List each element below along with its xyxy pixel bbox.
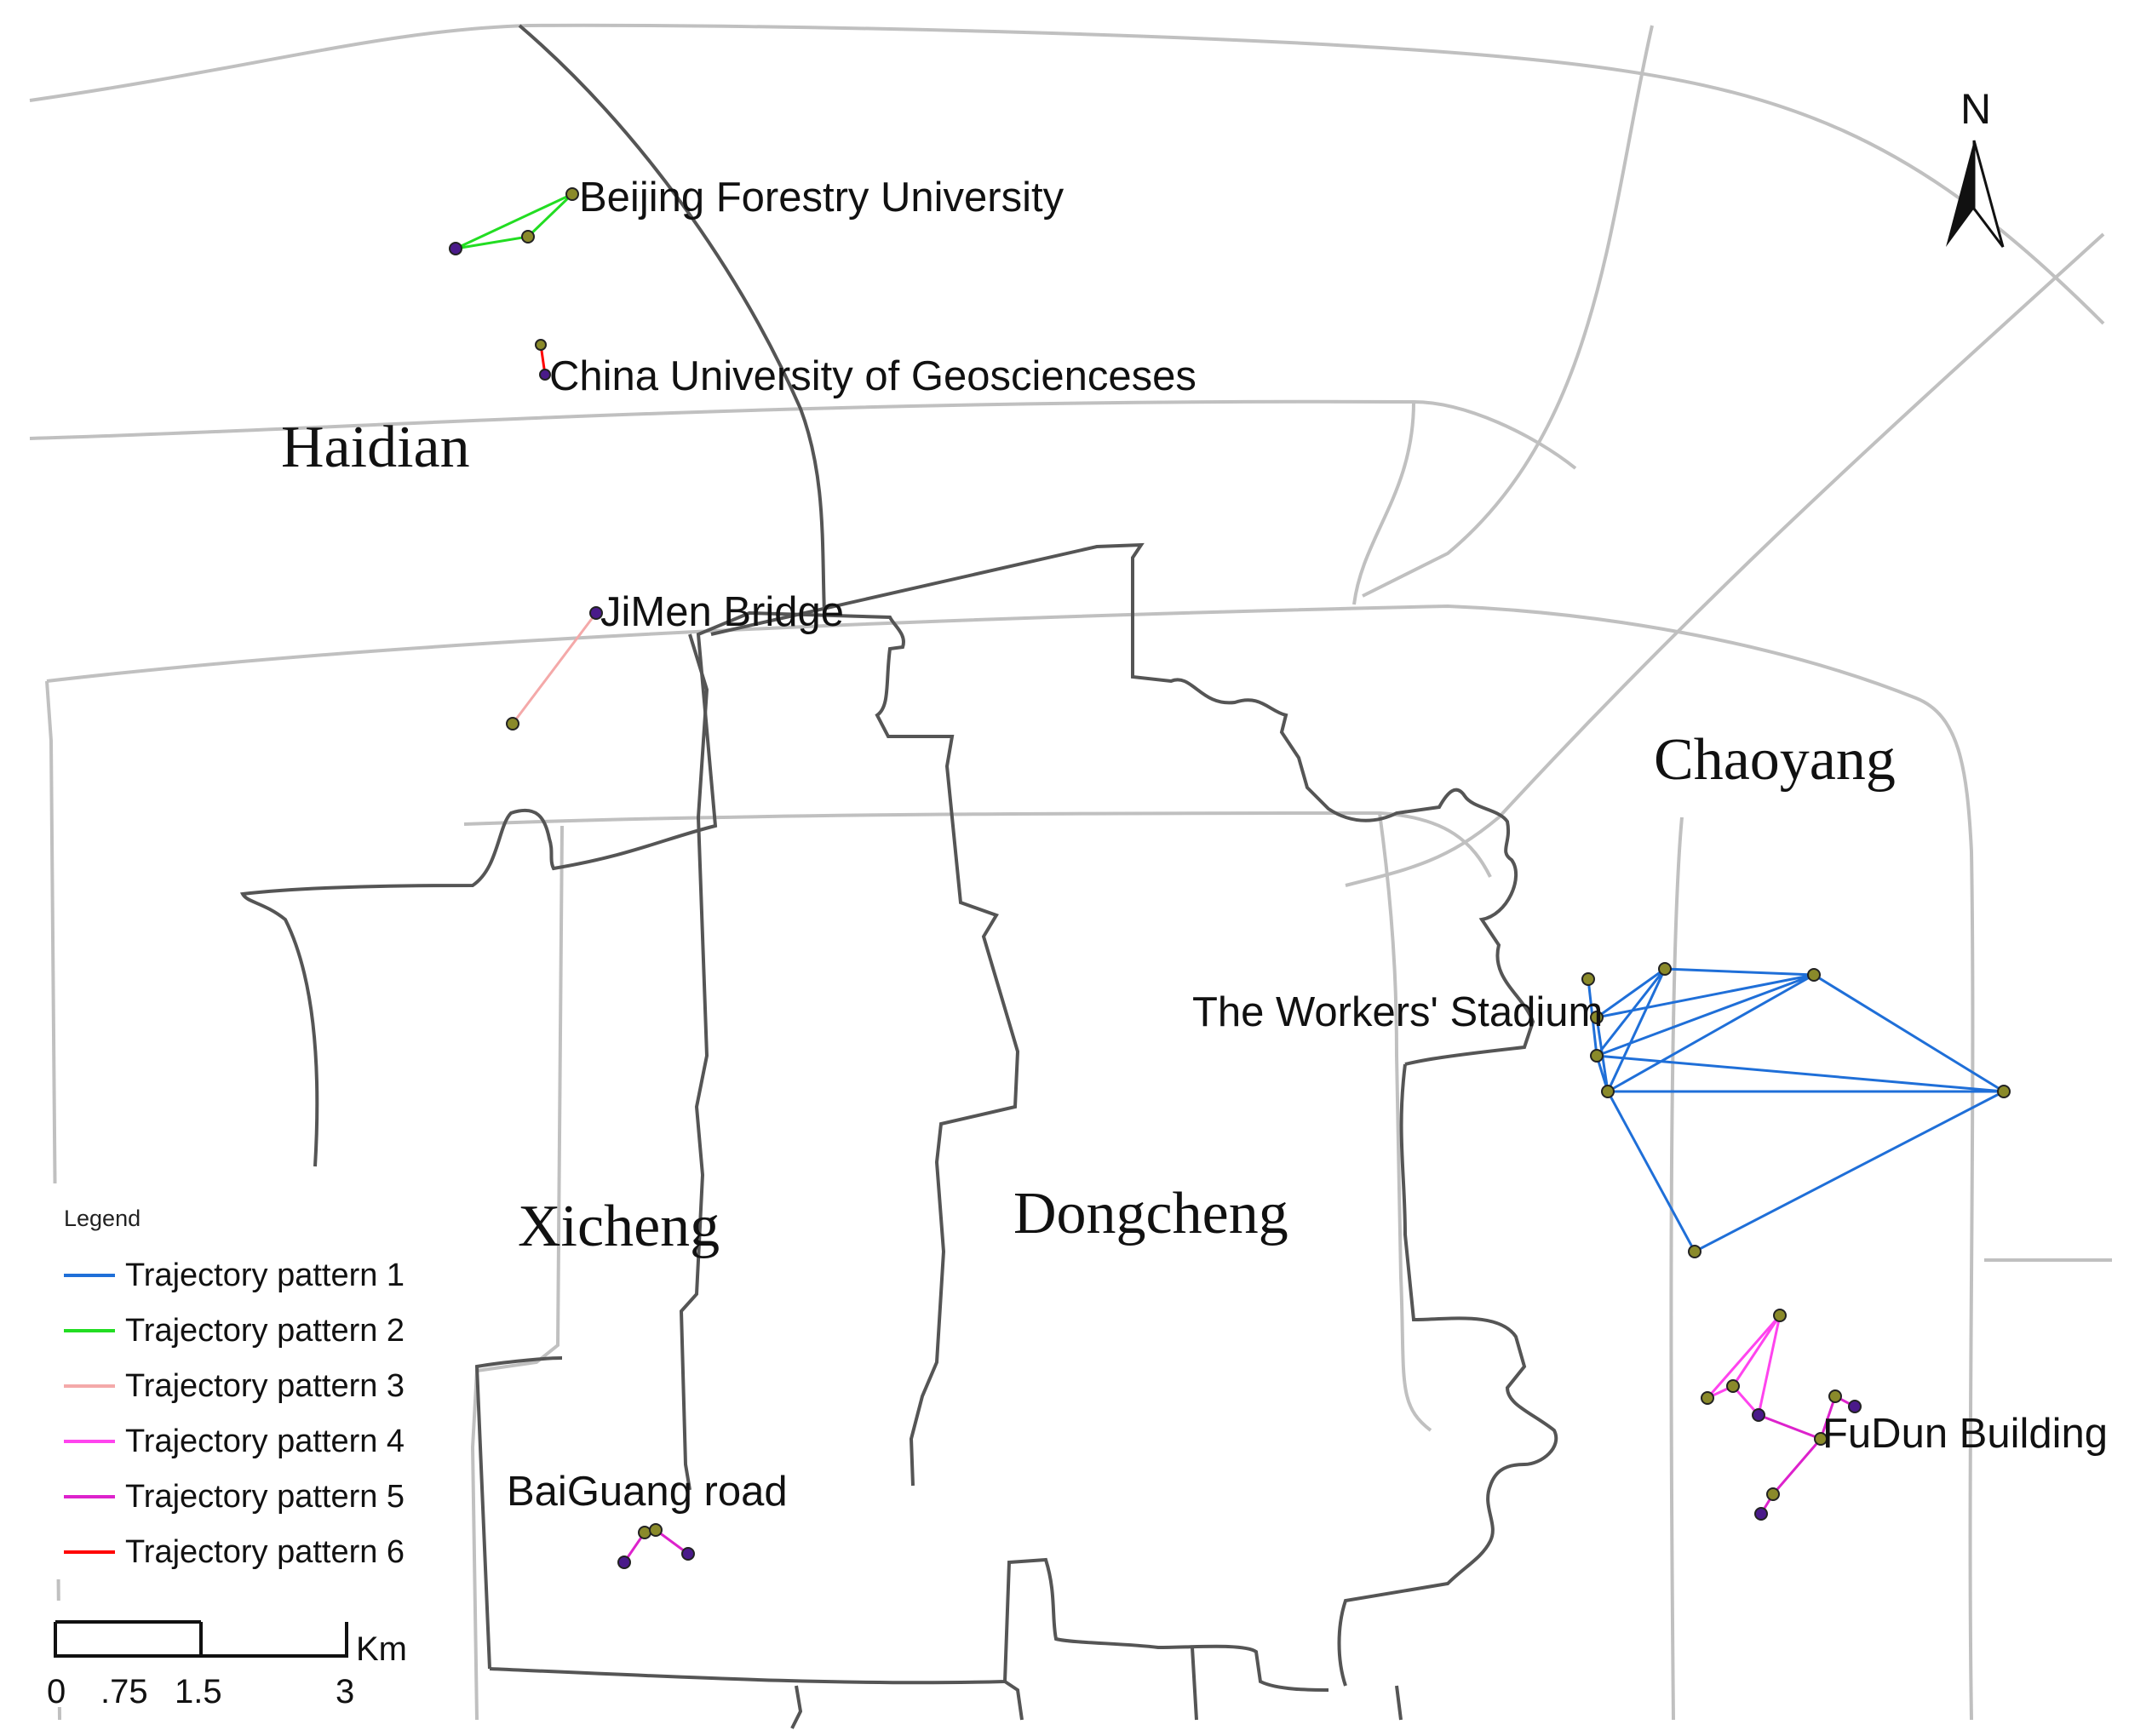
district-boundaries <box>239 24 1558 1729</box>
road-northeast-diagonal <box>1362 25 1654 598</box>
scale-tick-3: 3 <box>336 1673 354 1710</box>
legend-item-label: Trajectory pattern 3 <box>125 1368 405 1404</box>
scale-tick-15: 1.5 <box>175 1673 222 1710</box>
point-marker <box>1701 1391 1714 1405</box>
endpoint-marker <box>617 1556 631 1569</box>
scale-bar-ruler <box>54 1620 348 1658</box>
endpoint-marker <box>1754 1507 1768 1521</box>
point-marker <box>506 717 519 730</box>
legend-background <box>47 1183 422 1579</box>
point-marker <box>1828 1389 1842 1403</box>
legend-item-label: Trajectory pattern 5 <box>125 1479 405 1515</box>
endpoint-marker <box>589 606 603 620</box>
haidian-chaoyang-boundary <box>518 24 826 614</box>
road-third-ring-east <box>1669 816 1684 1721</box>
north-arrow-right-half <box>1972 140 2005 248</box>
south-stub-boundary-2 <box>1191 1647 1403 1721</box>
endpoint-marker <box>1848 1400 1862 1413</box>
legend-item-label: Trajectory pattern 6 <box>125 1534 405 1570</box>
place-label-fudun: FuDun Building <box>1822 1411 2108 1457</box>
point-marker <box>1773 1309 1787 1322</box>
point-marker <box>1814 1432 1828 1446</box>
point-marker <box>1590 1049 1604 1063</box>
endpoint-marker <box>681 1547 695 1561</box>
district-label-haidian: Haidian <box>281 415 470 480</box>
point-marker <box>521 230 535 243</box>
legend-item-label: Trajectory pattern 1 <box>125 1258 405 1293</box>
district-label-dongcheng: Dongcheng <box>1013 1181 1288 1246</box>
point-marker <box>1688 1245 1701 1258</box>
point-marker <box>565 187 579 201</box>
xicheng-dongcheng-boundary <box>239 610 1020 1487</box>
road-xicheng-west <box>470 825 564 1721</box>
point-marker <box>1590 1011 1604 1024</box>
road-north-ring <box>29 23 2105 325</box>
road-third-ring-north <box>29 399 1577 470</box>
trajectory-workers-inner <box>1587 967 2005 1093</box>
road-airport-expressway <box>1345 232 2105 887</box>
north-arrow-left-half <box>1946 140 1974 247</box>
trajectory-points <box>449 187 2011 1569</box>
trajectory-jimen <box>511 612 598 725</box>
xicheng-inner-boundary <box>679 633 709 1491</box>
place-label-baiguang: BaiGuang road <box>507 1469 788 1515</box>
road-network <box>29 23 2112 1721</box>
north-arrow: N <box>1946 85 2005 248</box>
legend-item-label: Trajectory pattern 2 <box>125 1313 405 1349</box>
district-label-chaoyang: Chaoyang <box>1654 727 1896 793</box>
scale-unit: Km <box>356 1630 407 1668</box>
trajectory-fudun-a <box>1706 1315 1782 1418</box>
point-marker <box>1726 1379 1740 1393</box>
point-marker <box>535 339 547 351</box>
road-second-ring-east <box>46 604 1975 1721</box>
south-boundary <box>489 1557 1329 1692</box>
south-stub-boundary <box>790 1680 1024 1729</box>
point-marker <box>649 1523 663 1537</box>
point-marker <box>1581 972 1595 986</box>
legend-items: Trajectory pattern 1 Trajectory pattern 2… <box>64 1258 405 1570</box>
place-label-bjfu: Beijing Forestry University <box>579 175 1064 221</box>
endpoint-marker <box>1752 1408 1765 1422</box>
xicheng-southwest-boundary <box>474 1356 563 1670</box>
point-marker <box>1658 962 1672 976</box>
place-label-cug: China University of Geoscienceses <box>549 353 1196 399</box>
endpoint-marker <box>449 242 462 255</box>
place-label-jimen: JiMen Bridge <box>600 589 844 635</box>
point-marker <box>1601 1085 1615 1098</box>
point-marker <box>1997 1085 2011 1098</box>
road-second-ring-inner-east <box>1378 812 1432 1432</box>
point-marker <box>1807 968 1821 982</box>
legend-title: Legend <box>64 1206 141 1231</box>
dongcheng-east-boundary <box>1337 1063 1558 1687</box>
road-second-ring-north <box>463 811 1492 878</box>
trajectory-pattern-2-lines <box>455 192 574 250</box>
scale-tick-0: 0 <box>47 1673 66 1710</box>
legend-item-label: Trajectory pattern 4 <box>125 1424 405 1459</box>
trajectory-pattern-1-lines <box>1587 967 2009 1254</box>
place-label-workers: The Workers' Stadium <box>1192 989 1603 1035</box>
scale-bar-background <box>47 1601 413 1707</box>
trajectory-pattern-3-lines <box>511 612 598 725</box>
point-marker <box>1766 1487 1780 1501</box>
endpoint-marker <box>539 369 551 381</box>
dongcheng-chaoyang-boundary <box>710 542 1535 1066</box>
north-label: N <box>1960 85 1991 133</box>
trajectory-bjfu <box>455 192 574 250</box>
trajectory-workers-outer <box>1605 967 2009 1254</box>
road-short-link <box>1352 401 1415 605</box>
trajectory-pattern-4-lines <box>1706 1315 1782 1418</box>
district-label-xicheng: Xicheng <box>518 1194 720 1259</box>
scale-bar: Km 0 .75 1.5 3 <box>47 1601 413 1710</box>
scale-tick-075: .75 <box>100 1673 148 1710</box>
point-marker <box>638 1526 651 1539</box>
